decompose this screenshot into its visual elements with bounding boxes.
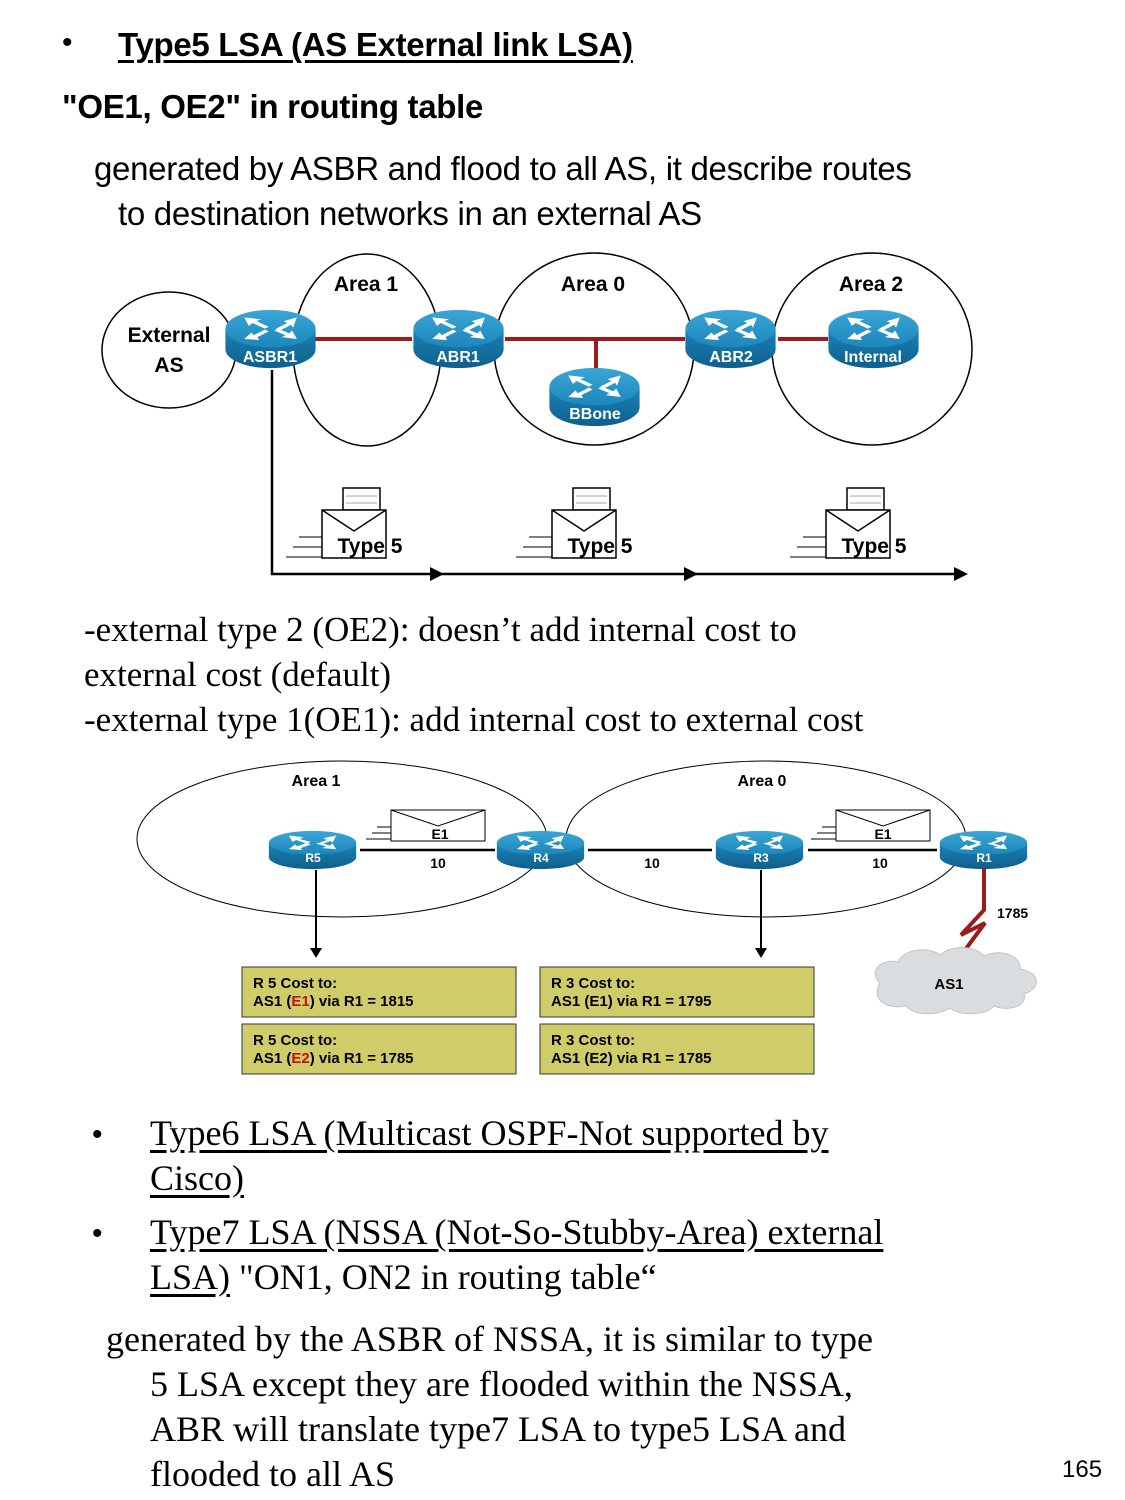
router-r5: R5 (268, 830, 357, 870)
nssa-description-line: 5 LSA except they are flooded within the… (150, 1364, 853, 1404)
oe1-description: -external type 1(OE1): add internal cost… (84, 700, 864, 739)
type7-heading-line-2: LSA) "ON1, ON2 in routing table“ (150, 1256, 657, 1298)
area-label: Area 1 (292, 773, 341, 790)
envelope-label: Type 5 (338, 535, 403, 558)
subtitle: "OE1, OE2" in routing table (62, 88, 484, 125)
router-asbr1: ASBR1 (225, 309, 316, 369)
area-label: Area 1 (334, 273, 399, 296)
nssa-description-line: generated by the ASBR of NSSA, it is sim… (106, 1319, 873, 1359)
type7-heading-underlined: LSA) (150, 1257, 230, 1297)
external-as-label: AS (154, 354, 183, 377)
serial-link (959, 868, 987, 952)
cost-box-line-1: R 3 Cost to: (551, 975, 635, 992)
envelope-label: E1 (431, 826, 448, 842)
e1-envelope: E1 (811, 809, 931, 842)
area-label: Area 0 (561, 273, 625, 296)
section-title: Type5 LSA (AS External link LSA) (118, 26, 633, 63)
e1-envelope: E1 (366, 809, 486, 842)
arrow-down-icon (310, 948, 322, 958)
e1-e2-cost-diagram: Area 1 Area 0 10 10 10 E1 E1 R5 R4 R3 R1 (136, 760, 1037, 1075)
type7-heading-line-1: Type7 LSA (NSSA (Not-So-Stubby-Area) ext… (150, 1212, 884, 1252)
cost-box-line-1: R 5 Cost to: (253, 1032, 337, 1049)
oe2-description-line-1: -external type 2 (OE2): doesn’t add inte… (84, 610, 797, 649)
router-label: ASBR1 (243, 349, 297, 366)
router-internal: Internal (828, 309, 919, 369)
cost-box: R 5 Cost to: AS1 (E1) via R1 = 1815 (241, 966, 517, 1018)
external-as-circle (101, 291, 237, 409)
arrow-icon (430, 567, 444, 581)
cloud-label: AS1 (934, 976, 963, 993)
type6-heading-line-2: Cisco) (150, 1158, 244, 1198)
nssa-description-line: flooded to all AS (150, 1454, 395, 1494)
cost-box: R 5 Cost to: AS1 (E2) via R1 = 1785 (241, 1023, 517, 1075)
lsa-envelope: Type 5 (790, 487, 907, 559)
nssa-description-line: ABR will translate type7 LSA to type5 LS… (150, 1409, 846, 1449)
router-label: R3 (753, 851, 769, 865)
envelope-label: Type 5 (842, 535, 907, 558)
envelope-label: Type 5 (568, 535, 633, 558)
router-abr1: ABR1 (413, 309, 504, 369)
area-label: Area 2 (839, 273, 903, 296)
router-label: ABR1 (436, 349, 480, 366)
router-r4: R4 (496, 830, 585, 870)
description-line-2: to destination networks in an external A… (118, 195, 702, 232)
oe2-description-line-2: external cost (default) (84, 655, 392, 694)
arrow-icon (954, 567, 968, 581)
router-bbone: BBone (549, 367, 640, 427)
router-abr2: ABR2 (685, 309, 776, 369)
envelope-label: E1 (874, 826, 891, 842)
serial-cost: 1785 (997, 905, 1028, 921)
router-r1: R1 (939, 830, 1028, 870)
link-cost: 10 (430, 855, 446, 871)
lsa-envelope: Type 5 (516, 487, 633, 559)
cost-box-line-2: AS1 (E2) via R1 = 1785 (253, 1050, 414, 1067)
type7-routing-note: "ON1, ON2 in routing table“ (230, 1257, 657, 1297)
link-cost: 10 (872, 855, 888, 871)
cloud-icon: AS1 (874, 947, 1037, 1015)
area-label: Area 0 (738, 773, 787, 790)
router-r3: R3 (715, 830, 804, 870)
lsa-envelope: Type 5 (286, 487, 403, 559)
cost-box-line-2: AS1 (E1) via R1 = 1815 (253, 993, 414, 1010)
router-label: R1 (976, 851, 992, 865)
cost-box: R 3 Cost to: AS1 (E1) via R1 = 1795 (539, 966, 815, 1018)
router-label: BBone (569, 406, 621, 423)
arrow-down-icon (755, 948, 767, 958)
router-label: R5 (305, 851, 321, 865)
arrow-icon (684, 567, 698, 581)
cost-box: R 3 Cost to: AS1 (E2) via R1 = 1785 (539, 1023, 815, 1075)
type6-heading-line-1: Type6 LSA (Multicast OSPF-Not supported … (150, 1113, 829, 1153)
bullet-icon: • (92, 1217, 103, 1250)
link-cost: 10 (644, 855, 660, 871)
bullet-icon: • (62, 26, 73, 59)
cost-box-line-1: R 5 Cost to: (253, 975, 337, 992)
cost-box-line-1: R 3 Cost to: (551, 1032, 635, 1049)
router-label: ABR2 (709, 349, 753, 366)
description-line-1: generated by ASBR and flood to all AS, i… (94, 150, 912, 187)
cost-box-line-2: AS1 (E1) via R1 = 1795 (551, 993, 712, 1010)
page-number: 165 (1062, 1456, 1103, 1483)
router-label: Internal (844, 349, 902, 366)
bullet-icon: • (92, 1118, 103, 1151)
type5-flooding-diagram: External AS Area 1 Area 0 Area 2 ASBR1 A… (101, 252, 973, 581)
cost-box-line-2: AS1 (E2) via R1 = 1785 (551, 1050, 712, 1067)
flood-path (270, 370, 965, 576)
router-label: R4 (533, 851, 549, 865)
external-as-label: External (128, 324, 211, 347)
